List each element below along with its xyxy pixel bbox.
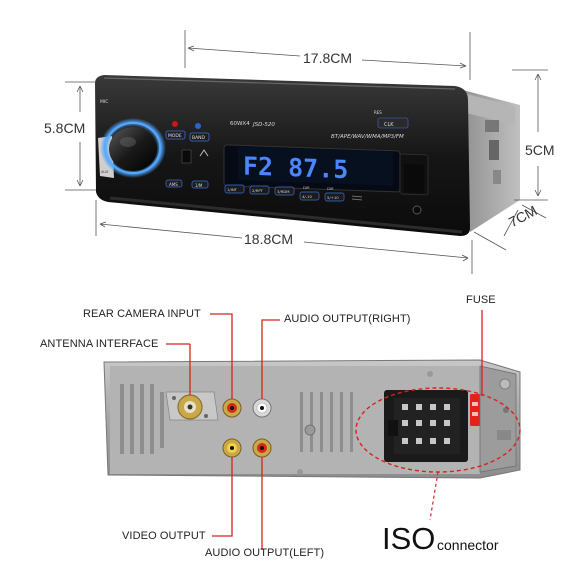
fuse-label: FUSE [466,294,496,306]
width-bottom-label: 18.8CM [244,231,294,247]
formats-label: BT/APE/WAV/WMA/MP3/FM [331,134,404,140]
vent-slots [120,384,353,454]
ams-button[interactable] [165,179,183,188]
preset-label-2: 2/RPT [252,188,264,193]
clk-label: CLK [384,122,394,128]
preset-button-5[interactable] [324,192,345,202]
clk-button[interactable] [377,117,409,129]
rear-camera-input-label: REAR CAMERA INPUT [83,308,201,320]
res-label: RES [374,110,382,115]
aux-jack[interactable] [412,205,422,215]
preset-button-4[interactable] [299,191,320,201]
dimension-lines [65,30,548,274]
power-label: 60WX4 [230,121,250,127]
band-label: BAND [192,135,206,141]
audio-output-left-label: AUDIO OUTPUT(LEFT) [205,547,325,559]
callout-lines [166,310,483,550]
power-indicator [172,121,178,127]
antenna-interface-label: ANTENNA INTERFACE [40,338,159,350]
sd-slot[interactable] [351,195,363,201]
preset-label-4: 4/-10 [302,194,312,199]
preset-label-3: 3/RDM [277,189,290,194]
mic-label: MIC [100,99,108,105]
ams-label: AMS [169,182,178,187]
preset-label-5: 5/+10 [327,195,339,200]
ir-receiver-icon [199,149,209,157]
preset-buttons [224,184,363,202]
usb-port[interactable] [181,149,192,164]
preset-button-3[interactable] [274,186,295,196]
iso-connector[interactable] [384,390,468,462]
dir-label-2: DIR [327,186,334,191]
fuse[interactable] [470,394,480,426]
screw [304,424,316,436]
dir-label-1: DIR [303,185,310,190]
video-output-label: VIDEO OUTPUT [122,530,206,542]
height-left-label: 5.8CM [44,120,86,136]
height-right-label: 5CM [525,142,555,158]
iso-label: ISO [382,521,436,556]
stereo-unit: F2 87.5 MIC MODE BAND AUX AMS 1/M 60WX4 … [95,75,520,236]
rear-panel [103,359,521,479]
band-button[interactable] [189,132,210,142]
iso-pointer [429,471,439,521]
preset-label-1: 1/INT [227,187,238,192]
width-top-label: 17.8CM [303,50,353,66]
preset-button-1[interactable] [224,184,245,194]
1m-label: 1/M [195,183,203,188]
metal-chassis [455,88,520,232]
rca-sockets [222,398,272,458]
display-text: F2 87.5 [243,151,348,184]
model-label: JSD-520 [252,122,275,128]
preset-button-2[interactable] [249,185,270,195]
aux-label: AUX [101,170,109,174]
iso-connector-label: connector [437,537,499,553]
band-indicator [195,123,201,129]
mode-label: MODE [168,133,182,139]
mode-button[interactable] [165,130,186,140]
volume-knob[interactable] [109,127,157,171]
audio-output-right-label: AUDIO OUTPUT(RIGHT) [284,313,411,325]
1m-button[interactable] [191,180,209,189]
